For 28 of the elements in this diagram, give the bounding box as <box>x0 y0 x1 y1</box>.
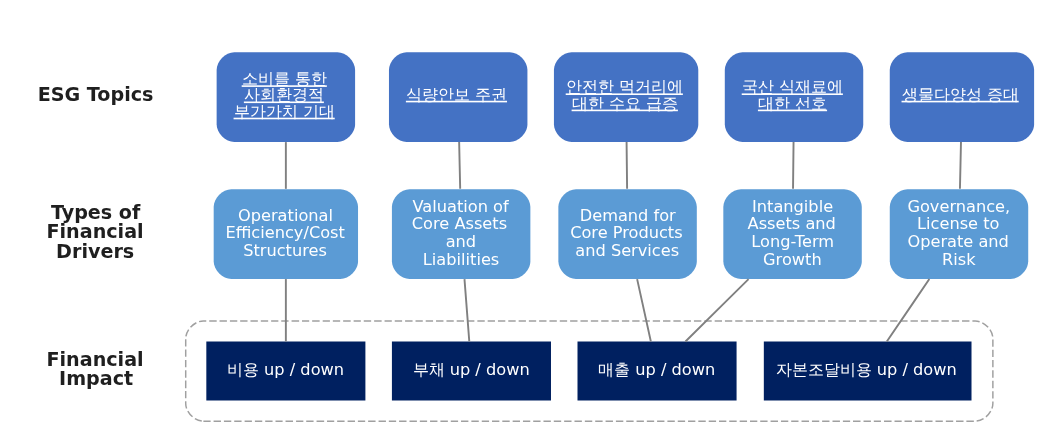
connector <box>684 278 750 343</box>
node-box: 자본조달비용 up / down <box>763 341 972 401</box>
label: Types of Financial Drivers <box>46 201 144 263</box>
connector <box>959 141 962 190</box>
node-box: 생물다양성 증대 <box>889 52 1035 143</box>
node-box: Intangible Assets and Long-Term Growth <box>723 189 862 279</box>
connector <box>885 278 931 343</box>
node-box: Valuation of Core Assets and Liabilities <box>391 189 531 279</box>
node-box: 국산 식재료에 대한 선호 <box>724 52 864 143</box>
node-box: Governance, License to Operate and Risk <box>889 189 1029 279</box>
connector <box>458 141 462 190</box>
node-box: 매출 up / down <box>577 341 737 401</box>
connector <box>284 141 287 190</box>
node-box: 식량안보 주권 <box>388 52 528 143</box>
connector <box>636 278 652 343</box>
label: Financial Impact <box>46 347 144 390</box>
connector <box>284 278 287 343</box>
node-box: 비용 up / down <box>206 341 366 401</box>
node-box: 소비를 통한 사회환경적 부가가치 기대 <box>216 52 356 143</box>
connector <box>625 141 629 190</box>
node-box: Operational Efficiency/Cost Structures <box>213 189 359 279</box>
node-box: Demand for Core Products and Services <box>558 189 697 279</box>
connector <box>463 278 471 343</box>
label: ESG Topics <box>37 82 154 106</box>
node-box: 부채 up / down <box>391 341 551 401</box>
node-box: 안전한 먹거리에 대한 수요 급증 <box>553 52 699 143</box>
connector <box>792 141 795 190</box>
cluster <box>184 320 994 422</box>
